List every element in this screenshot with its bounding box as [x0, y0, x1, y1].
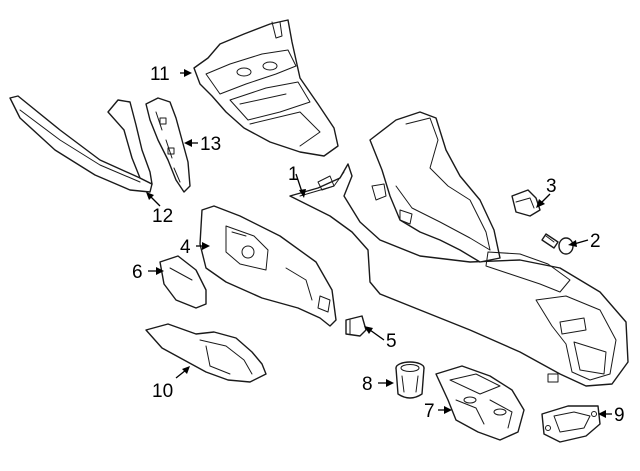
callout-11: 11 — [150, 64, 170, 85]
part-11-shifter-bezel — [193, 19, 339, 157]
callout-4: 4 — [180, 237, 191, 258]
callout-6: 6 — [132, 262, 143, 283]
callout-7: 7 — [424, 401, 435, 422]
callout-12: 12 — [152, 206, 173, 227]
leader-lines — [146, 69, 612, 418]
part-10-lower-trim — [145, 323, 267, 383]
callout-8: 8 — [362, 374, 373, 395]
callout-9: 9 — [614, 405, 625, 426]
callout-5: 5 — [386, 331, 397, 352]
part-13-bracket — [145, 97, 191, 193]
part-2-screw — [541, 233, 574, 255]
part-7-cup-holder-bracket — [435, 365, 525, 441]
callout-10: 10 — [152, 381, 173, 402]
callout-2: 2 — [590, 231, 601, 252]
part-3-clip — [511, 189, 541, 217]
callout-labels: 1 2 3 4 5 6 7 8 9 10 11 12 13 — [132, 64, 625, 426]
part-8-cup-holder — [395, 361, 425, 399]
callout-13: 13 — [200, 134, 221, 155]
part-4-side-panel — [199, 205, 337, 327]
callout-3: 3 — [546, 176, 557, 197]
part-9-module — [541, 405, 601, 443]
part-5-bracket — [345, 315, 367, 337]
part-12-side-trim — [9, 95, 153, 193]
callout-1: 1 — [288, 164, 299, 185]
part-6-small-cover — [159, 255, 207, 309]
part-1-console-body — [289, 111, 629, 387]
